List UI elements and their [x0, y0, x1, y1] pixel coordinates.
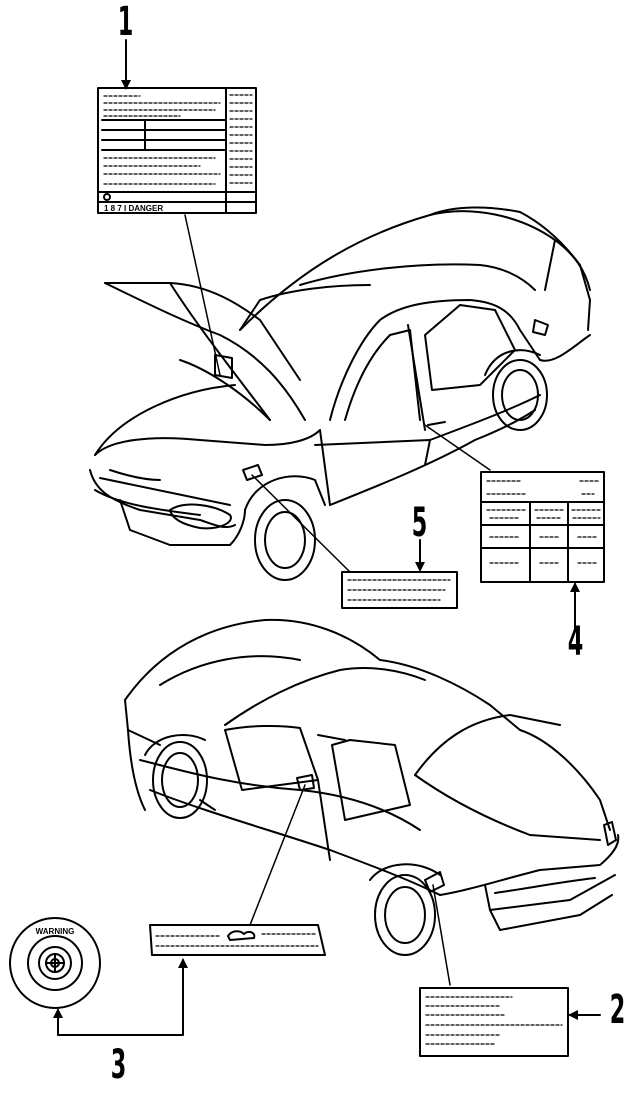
caution-label: [341, 571, 458, 609]
warning-strip-label: [149, 924, 326, 956]
front-car-illustration: [89, 206, 591, 581]
tire-pressure-label: [480, 471, 605, 583]
rear-car-illustration: [124, 618, 620, 956]
callout-3: 3: [110, 1042, 127, 1088]
leader-lines: [53, 39, 601, 1036]
emission-control-label: [97, 87, 257, 214]
callout-4: 4: [567, 619, 584, 665]
callout-5: 5: [411, 500, 428, 546]
label1-bottom-text: 1 8 7 I DANGER: [104, 204, 163, 213]
callout-1: 1: [117, 0, 134, 45]
callout-2: 2: [609, 987, 626, 1033]
fuel-label: [419, 987, 569, 1057]
warning-ring-text: WARNING: [36, 927, 75, 936]
